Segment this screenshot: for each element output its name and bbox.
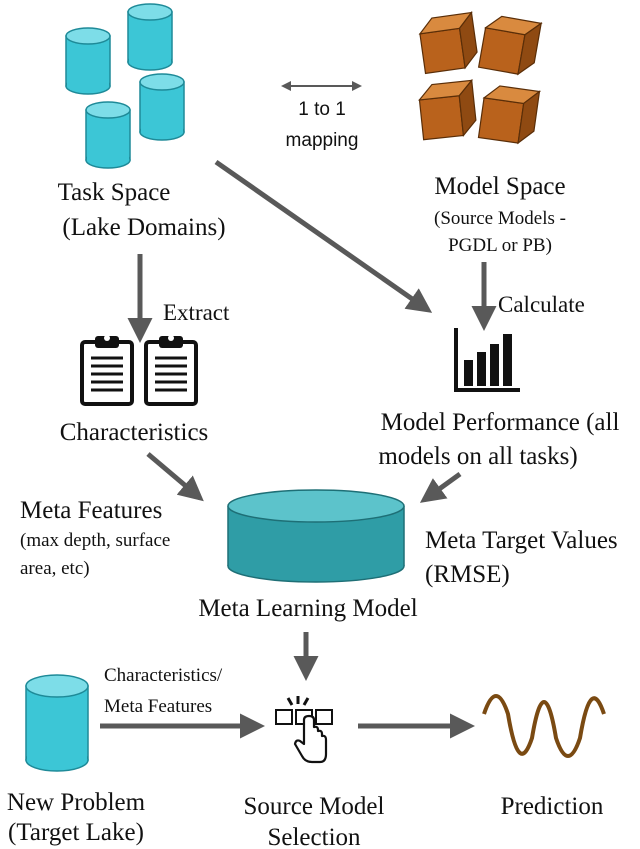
char-meta-features-line1: Characteristics/ bbox=[104, 665, 223, 686]
model-space-cubes bbox=[418, 10, 543, 145]
arrow-characteristics-to-meta bbox=[146, 452, 204, 502]
meta-features-title: Meta Features bbox=[20, 497, 162, 524]
prediction-label: Prediction bbox=[501, 793, 604, 820]
hand-pointer-icon bbox=[275, 696, 333, 764]
bar-chart-icon bbox=[454, 328, 520, 392]
cube-icon bbox=[477, 85, 541, 145]
model-space-title: Model Space bbox=[434, 173, 565, 200]
cylinder-icon bbox=[127, 3, 173, 71]
model-performance-line1: Model Performance (all bbox=[381, 409, 620, 436]
cylinder-icon bbox=[65, 27, 111, 95]
cylinder-icon bbox=[25, 674, 89, 772]
database-icon bbox=[227, 489, 405, 583]
model-space-subtitle-2: PGDL or PB) bbox=[448, 235, 552, 256]
task-space-subtitle: (Lake Domains) bbox=[62, 214, 225, 241]
meta-learning-model-label: Meta Learning Model bbox=[198, 595, 417, 622]
source-selection-title: Source Model bbox=[244, 793, 385, 820]
meta-features-detail-1: (max depth, surface bbox=[20, 530, 170, 551]
cylinder-icon bbox=[85, 101, 131, 169]
extract-label: Extract bbox=[163, 300, 230, 325]
arrow-task-to-performance bbox=[214, 159, 433, 313]
clipboard-icon bbox=[80, 335, 134, 406]
meta-target-detail: (RMSE) bbox=[425, 561, 510, 588]
cube-icon bbox=[477, 15, 543, 76]
model-space-subtitle-1: (Source Models - bbox=[434, 208, 566, 229]
new-problem-subtitle: (Target Lake) bbox=[8, 819, 144, 846]
source-selection-subtitle: Selection bbox=[267, 824, 361, 849]
meta-target-title: Meta Target Values bbox=[425, 527, 618, 554]
characteristics-label: Characteristics bbox=[60, 419, 209, 446]
cube-icon bbox=[418, 78, 477, 141]
meta-features-detail-2: area, etc) bbox=[20, 558, 90, 579]
mapping-label-line1: 1 to 1 bbox=[298, 99, 346, 120]
arrow-performance-to-meta bbox=[419, 471, 462, 503]
clipboard-icon bbox=[144, 335, 198, 406]
cylinder-icon bbox=[139, 73, 185, 141]
mapping-label-line2: mapping bbox=[286, 130, 359, 151]
new-problem-title: New Problem bbox=[7, 789, 146, 816]
sine-wave-icon bbox=[482, 694, 606, 758]
task-space-title: Task Space bbox=[58, 179, 171, 206]
calculate-label: Calculate bbox=[498, 292, 585, 317]
char-meta-features-line2: Meta Features bbox=[104, 696, 212, 717]
cube-icon bbox=[418, 10, 478, 75]
model-performance-line2: models on all tasks) bbox=[378, 443, 577, 470]
task-space-cylinders bbox=[65, 3, 185, 169]
